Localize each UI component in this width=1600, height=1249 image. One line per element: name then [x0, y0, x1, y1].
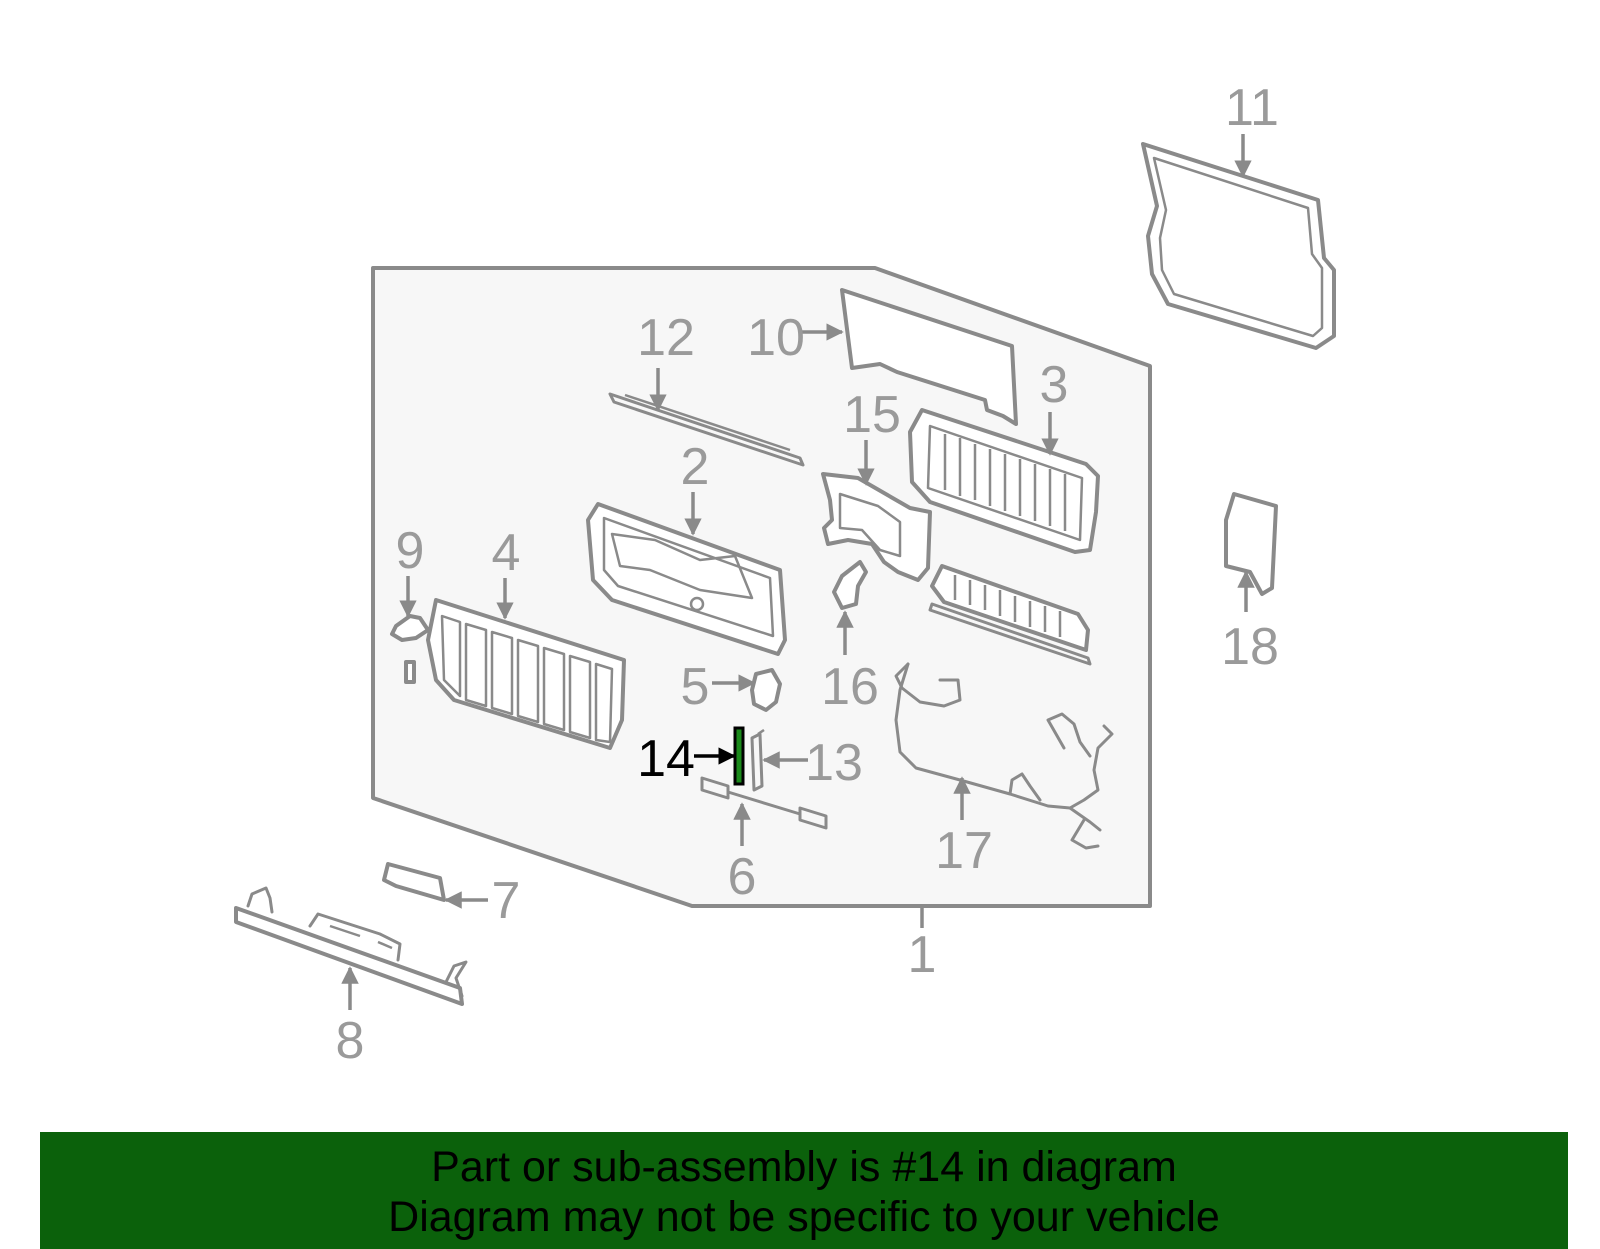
part-8-rail — [234, 886, 468, 1006]
callout-7: 7 — [492, 872, 521, 930]
callout-8: 8 — [336, 1012, 365, 1070]
part-3-panel — [908, 408, 1100, 554]
callout-9: 9 — [396, 522, 425, 580]
callout-18: 18 — [1221, 618, 1279, 676]
part-7-clip — [382, 862, 446, 902]
part-16-latch — [832, 560, 868, 610]
part-11-frame — [1141, 142, 1336, 350]
callout-1: 1 — [908, 926, 937, 984]
part-10-panel — [840, 288, 1018, 426]
lower-vent-panel — [928, 564, 1092, 666]
part-6-cable — [700, 776, 828, 830]
callout-12: 12 — [637, 309, 695, 367]
callout-17: 17 — [935, 822, 993, 880]
part-13-bracket — [750, 728, 765, 792]
callout-3: 3 — [1040, 356, 1069, 414]
callout-10: 10 — [747, 309, 805, 367]
part-2-trim — [586, 502, 787, 656]
callout-5: 5 — [681, 658, 710, 716]
callout-11: 11 — [1225, 79, 1279, 137]
callout-15: 15 — [843, 386, 901, 444]
part-5-switch — [750, 668, 782, 712]
part-14-strip — [733, 726, 745, 786]
part-18-cap — [1224, 492, 1278, 596]
callout-6: 6 — [728, 848, 757, 906]
callout-14: 14 — [637, 730, 695, 788]
callout-4: 4 — [492, 524, 521, 582]
callout-13: 13 — [805, 734, 863, 792]
info-banner: Part or sub-assembly is #14 in diagram D… — [40, 1132, 1568, 1249]
banner-line-1: Part or sub-assembly is #14 in diagram — [431, 1143, 1177, 1191]
callout-16: 16 — [821, 658, 879, 716]
part-4-grille — [426, 598, 626, 750]
banner-line-2: Diagram may not be specific to your vehi… — [388, 1193, 1220, 1241]
part-15-bracket — [821, 472, 932, 582]
callout-2: 2 — [681, 438, 710, 496]
